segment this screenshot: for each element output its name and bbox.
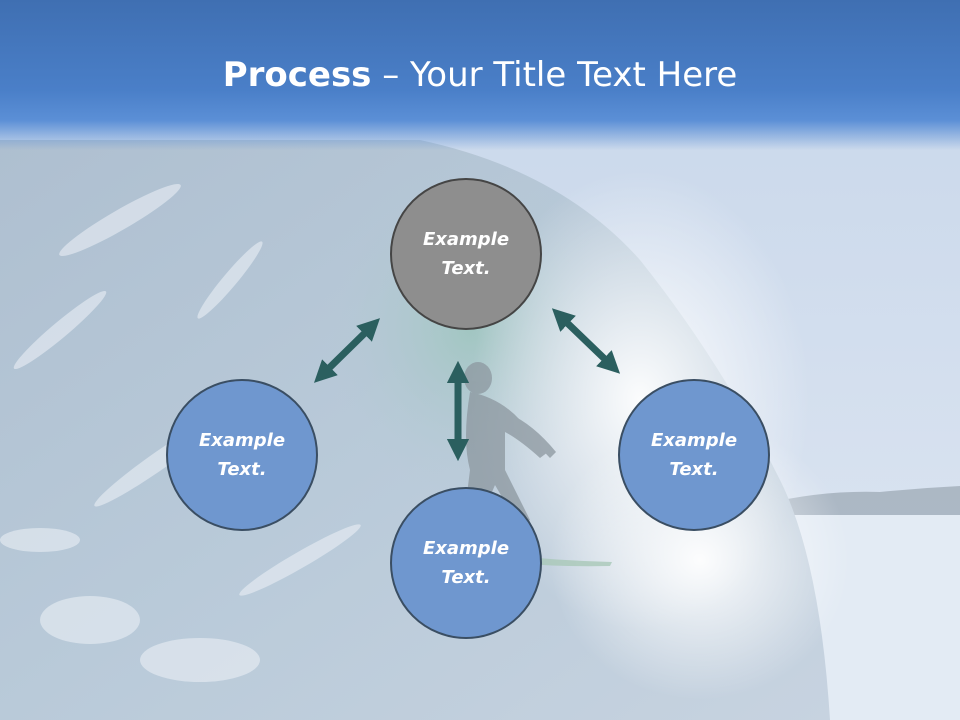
node-right-line1: Example <box>650 430 738 451</box>
title-bold-part: Process <box>222 55 372 95</box>
node-top-line1: Example <box>422 229 510 250</box>
process-node-right: Example Text. <box>618 379 770 531</box>
node-bottom-line1: Example <box>422 538 510 559</box>
node-bottom-line2: Text. <box>441 567 491 588</box>
process-node-bottom: Example Text. <box>390 487 542 639</box>
process-node-top: Example Text. <box>390 178 542 330</box>
node-left-line1: Example <box>198 430 286 451</box>
node-top-line2: Text. <box>441 258 491 279</box>
node-left-line2: Text. <box>217 459 267 480</box>
title-rest-part: – Your Title Text Here <box>371 55 738 95</box>
process-node-left: Example Text. <box>166 379 318 531</box>
slide-title: Process – Your Title Text Here <box>0 52 960 98</box>
node-right-line2: Text. <box>669 459 719 480</box>
title-bar <box>0 0 960 150</box>
